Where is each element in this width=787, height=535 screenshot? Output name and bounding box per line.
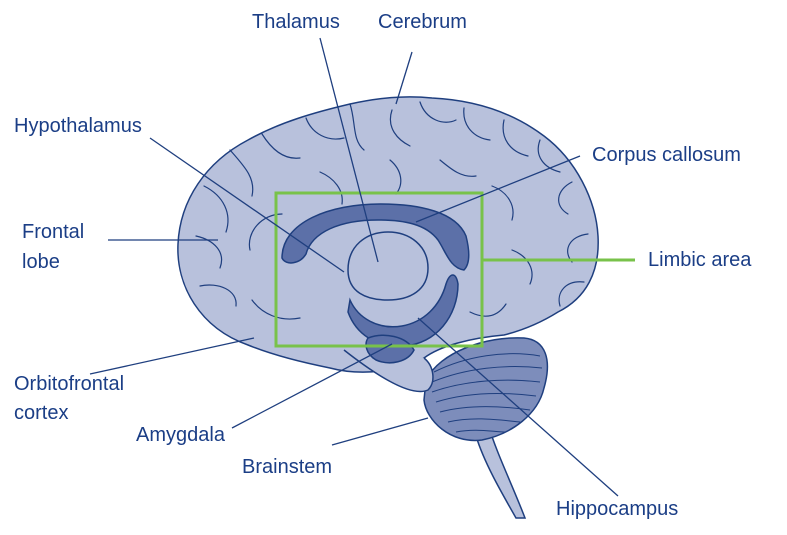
hypothalamus-label: Hypothalamus bbox=[14, 114, 142, 139]
frontal-lobe-label-line2: lobe bbox=[22, 250, 60, 275]
brainstem-label: Brainstem bbox=[242, 455, 332, 480]
orbitofrontal-cortex-label-line2: cortex bbox=[14, 401, 68, 426]
brainstem-leader bbox=[332, 418, 428, 445]
orbitofrontal-cortex-label-line1: Orbitofrontal bbox=[14, 372, 124, 397]
thalamus-shape bbox=[348, 232, 428, 300]
frontal-lobe-label-line1: Frontal bbox=[22, 220, 84, 245]
hippocampus-label: Hippocampus bbox=[556, 497, 678, 522]
amygdala-label: Amygdala bbox=[136, 423, 225, 448]
thalamus-label: Thalamus bbox=[252, 10, 340, 35]
limbic-area-label: Limbic area bbox=[648, 248, 751, 273]
corpus-callosum-label: Corpus callosum bbox=[592, 143, 741, 168]
orbitofrontal-cortex-leader bbox=[90, 338, 254, 374]
cerebrum-label: Cerebrum bbox=[378, 10, 467, 35]
